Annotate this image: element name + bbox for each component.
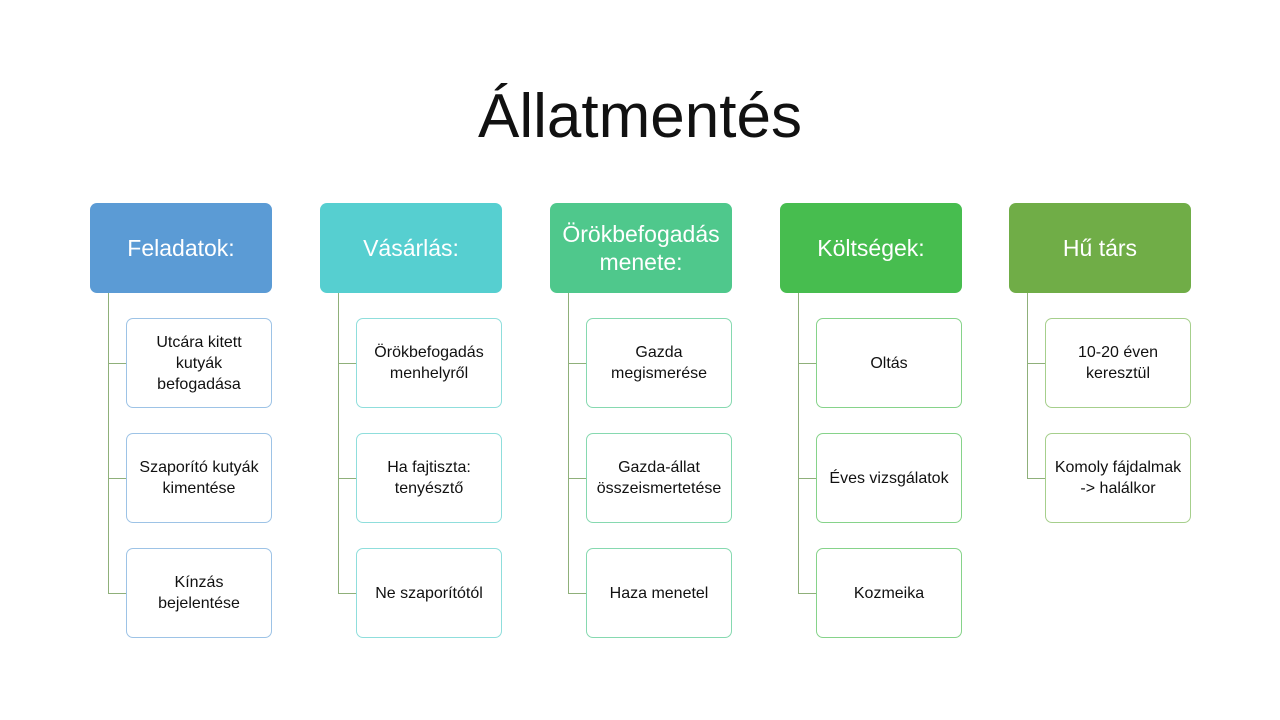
item-box: Kozmeika bbox=[816, 548, 962, 638]
header-hu-tars: Hű társ bbox=[1009, 203, 1191, 293]
item-box: Oltás bbox=[816, 318, 962, 408]
column-orokbefogadas: Örökbefogadás menete: Gazda megismerése … bbox=[550, 0, 770, 720]
connector-vertical bbox=[798, 293, 799, 593]
item-box: Ne szaporítótól bbox=[356, 548, 502, 638]
item-box: Komoly fájdalmak -> halálkor bbox=[1045, 433, 1191, 523]
header-koltsegek: Költségek: bbox=[780, 203, 962, 293]
connector-horizontal bbox=[568, 363, 586, 364]
column-vasarlas: Vásárlás: Örökbefogadás menhelyről Ha fa… bbox=[320, 0, 540, 720]
connector-horizontal bbox=[798, 593, 816, 594]
item-box: Örökbefogadás menhelyről bbox=[356, 318, 502, 408]
connector-horizontal bbox=[108, 478, 126, 479]
connector-horizontal bbox=[568, 478, 586, 479]
item-box: 10-20 éven keresztül bbox=[1045, 318, 1191, 408]
item-box: Kínzás bejelentése bbox=[126, 548, 272, 638]
header-feladatok: Feladatok: bbox=[90, 203, 272, 293]
connector-horizontal bbox=[1027, 363, 1045, 364]
connector-horizontal bbox=[798, 478, 816, 479]
connector-horizontal bbox=[338, 478, 356, 479]
connector-horizontal bbox=[798, 363, 816, 364]
connector-horizontal bbox=[108, 593, 126, 594]
item-box: Ha fajtiszta: tenyésztő bbox=[356, 433, 502, 523]
slide-title: Állatmentés bbox=[478, 82, 802, 151]
connector-horizontal bbox=[338, 363, 356, 364]
item-box: Szaporító kutyák kimentése bbox=[126, 433, 272, 523]
item-box: Gazda-állat összeismertetése bbox=[586, 433, 732, 523]
connector-horizontal bbox=[1027, 478, 1045, 479]
item-box: Gazda megismerése bbox=[586, 318, 732, 408]
connector-vertical bbox=[1027, 293, 1028, 478]
connector-horizontal bbox=[568, 593, 586, 594]
connector-horizontal bbox=[108, 363, 126, 364]
connector-vertical bbox=[568, 293, 569, 593]
column-hu-tars: Hű társ 10-20 éven keresztül Komoly fájd… bbox=[1009, 0, 1229, 720]
header-orokbefogadas: Örökbefogadás menete: bbox=[550, 203, 732, 293]
header-vasarlas: Vásárlás: bbox=[320, 203, 502, 293]
item-box: Haza menetel bbox=[586, 548, 732, 638]
connector-vertical bbox=[338, 293, 339, 593]
column-koltsegek: Költségek: Oltás Éves vizsgálatok Kozmei… bbox=[780, 0, 1000, 720]
item-box: Éves vizsgálatok bbox=[816, 433, 962, 523]
connector-horizontal bbox=[338, 593, 356, 594]
connector-vertical bbox=[108, 293, 109, 593]
column-feladatok: Feladatok: Utcára kitett kutyák befogadá… bbox=[90, 0, 310, 720]
item-box: Utcára kitett kutyák befogadása bbox=[126, 318, 272, 408]
